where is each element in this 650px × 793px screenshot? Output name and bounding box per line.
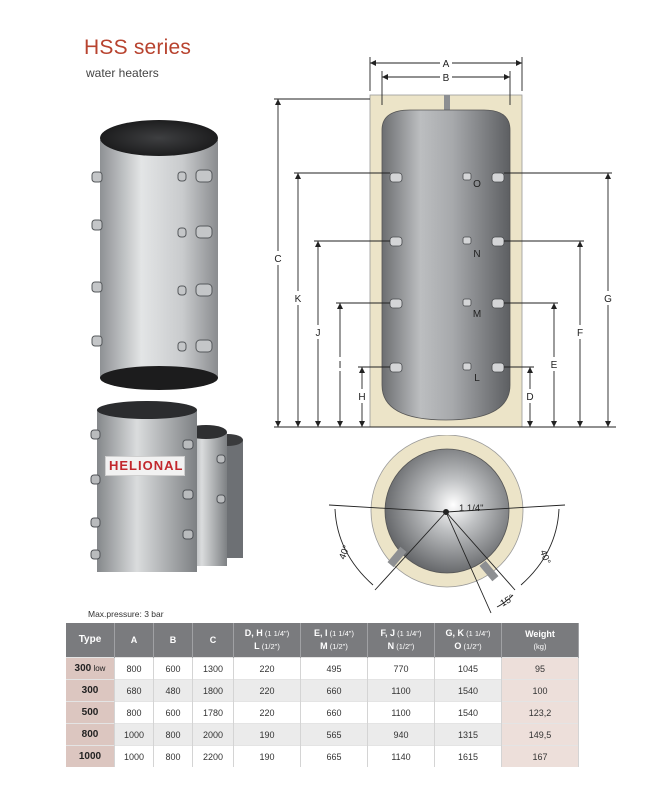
cell-weight: 123,2 bbox=[501, 701, 579, 724]
header-gk-o: G, K (1 1/4") O (1/2") bbox=[434, 623, 502, 658]
page-subtitle: water heaters bbox=[86, 66, 159, 80]
cell-type: 300 bbox=[66, 679, 115, 702]
page-title: HSS series bbox=[84, 36, 192, 59]
cell-fj: 1100 bbox=[367, 679, 435, 702]
cell-type: 500 bbox=[66, 701, 115, 724]
cell-gk: 1615 bbox=[434, 745, 502, 767]
cell-b: 800 bbox=[153, 723, 193, 746]
cell-fj: 1100 bbox=[367, 701, 435, 724]
dim-label-c: C bbox=[274, 254, 281, 265]
cell-ei: 565 bbox=[300, 723, 368, 746]
dim-label-b: B bbox=[443, 73, 450, 84]
cell-gk: 1315 bbox=[434, 723, 502, 746]
header-weight: Weight(kg) bbox=[501, 623, 579, 658]
cell-dh: 220 bbox=[233, 679, 301, 702]
cell-a: 800 bbox=[114, 657, 154, 680]
cell-fj: 770 bbox=[367, 657, 435, 680]
cell-c: 1800 bbox=[192, 679, 234, 702]
table-row: 1000 1000 800 2200 190 665 1140 1615 167 bbox=[66, 745, 579, 767]
cell-c: 2200 bbox=[192, 745, 234, 767]
table-row: 500 800 600 1780 220 660 1100 1540 123,2 bbox=[66, 701, 579, 724]
cell-ei: 665 bbox=[300, 745, 368, 767]
port-label-n: N bbox=[473, 249, 480, 260]
angle-label-left: 40° bbox=[337, 544, 352, 561]
cell-fj: 940 bbox=[367, 723, 435, 746]
cell-a: 680 bbox=[114, 679, 154, 702]
header-type: Type bbox=[66, 623, 115, 658]
dim-label-e: E bbox=[551, 360, 558, 371]
table-row: 300 low 800 600 1300 220 495 770 1045 95 bbox=[66, 657, 579, 680]
cell-a: 1000 bbox=[114, 723, 154, 746]
table-row: 300 680 480 1800 220 660 1100 1540 100 bbox=[66, 679, 579, 702]
angle-label-right: 40° bbox=[537, 549, 552, 566]
tank-photo bbox=[91, 120, 218, 390]
dim-label-k: K bbox=[295, 294, 302, 305]
side-view-diagram: A B C K J I H G F E D O N M L bbox=[272, 57, 616, 428]
table-row: 800 1000 800 2000 190 565 940 1315 149,5 bbox=[66, 723, 579, 746]
dim-label-i: I bbox=[339, 360, 342, 371]
header-dh-l: D, H (1 1/4") L (1/2") bbox=[233, 623, 301, 658]
cell-gk: 1045 bbox=[434, 657, 502, 680]
cell-a: 1000 bbox=[114, 745, 154, 767]
cell-b: 800 bbox=[153, 745, 193, 767]
cell-weight: 167 bbox=[501, 745, 579, 767]
top-view-diagram: 1 1/4" 40° 40° 15° bbox=[328, 435, 566, 614]
cell-weight: 100 bbox=[501, 679, 579, 702]
cell-weight: 95 bbox=[501, 657, 579, 680]
cell-b: 600 bbox=[153, 657, 193, 680]
cell-dh: 220 bbox=[233, 657, 301, 680]
cell-ei: 495 bbox=[300, 657, 368, 680]
dim-label-a: A bbox=[443, 59, 450, 70]
header-c: C bbox=[192, 623, 234, 658]
cell-dh: 190 bbox=[233, 745, 301, 767]
cell-dh: 220 bbox=[233, 701, 301, 724]
dim-label-f: F bbox=[577, 328, 583, 339]
cell-fj: 1140 bbox=[367, 745, 435, 767]
cell-b: 600 bbox=[153, 701, 193, 724]
dim-label-g: G bbox=[604, 294, 612, 305]
dim-label-h: H bbox=[358, 392, 365, 403]
dim-label-j: J bbox=[316, 328, 321, 339]
header-b: B bbox=[153, 623, 193, 658]
cell-c: 1780 bbox=[192, 701, 234, 724]
cell-ei: 660 bbox=[300, 679, 368, 702]
cell-c: 2000 bbox=[192, 723, 234, 746]
cell-b: 480 bbox=[153, 679, 193, 702]
header-a: A bbox=[114, 623, 154, 658]
center-port-label: 1 1/4" bbox=[459, 503, 484, 514]
cell-dh: 190 bbox=[233, 723, 301, 746]
cell-gk: 1540 bbox=[434, 701, 502, 724]
cell-weight: 149,5 bbox=[501, 723, 579, 746]
table-header-row: Type A B C D, H (1 1/4") L (1/2") E, I (… bbox=[66, 623, 579, 658]
cell-ei: 660 bbox=[300, 701, 368, 724]
tank-group-photo bbox=[90, 401, 243, 572]
cell-type: 300 low bbox=[66, 657, 115, 680]
cell-gk: 1540 bbox=[434, 679, 502, 702]
dim-label-d: D bbox=[526, 392, 533, 403]
max-pressure-note: Max.pressure: 3 bar bbox=[88, 609, 164, 619]
specification-table: Type A B C D, H (1 1/4") L (1/2") E, I (… bbox=[66, 623, 579, 767]
port-label-m: M bbox=[473, 309, 481, 320]
header-fj-n: F, J (1 1/4") N (1/2") bbox=[367, 623, 435, 658]
port-label-l: L bbox=[474, 373, 480, 384]
brand-label: HELIONAL bbox=[109, 458, 184, 473]
cell-c: 1300 bbox=[192, 657, 234, 680]
port-label-o: O bbox=[473, 179, 481, 190]
cell-a: 800 bbox=[114, 701, 154, 724]
cell-type: 1000 bbox=[66, 745, 115, 767]
angle-label-bottom: 15° bbox=[499, 593, 517, 610]
cell-type: 800 bbox=[66, 723, 115, 746]
header-ei-m: E, I (1 1/4") M (1/2") bbox=[300, 623, 368, 658]
